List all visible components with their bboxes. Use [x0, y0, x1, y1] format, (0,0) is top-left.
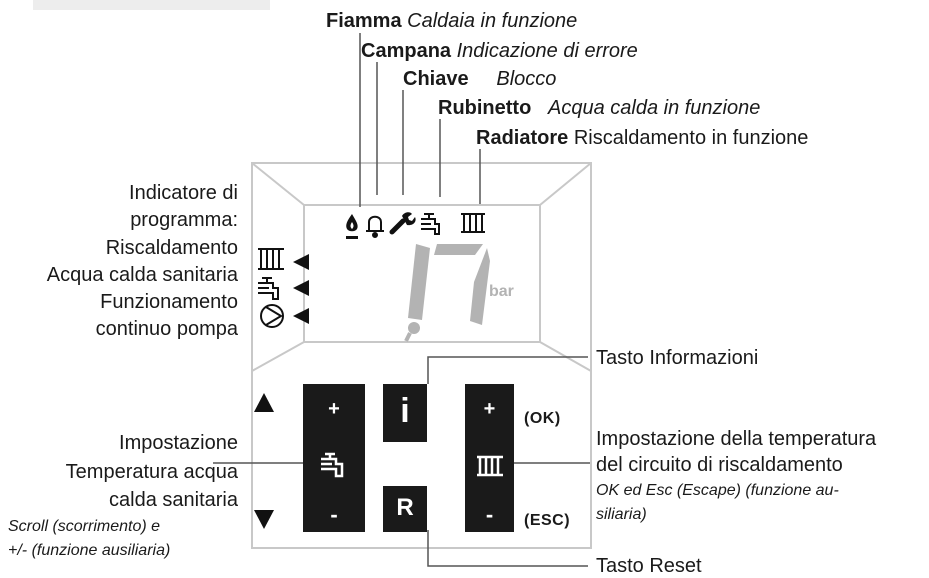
pump-arrow: [293, 308, 309, 324]
wrench-icon: [389, 212, 416, 235]
dhw-minus-button[interactable]: -: [330, 502, 338, 527]
program-indicator-pump-2: continuo pompa: [95, 318, 238, 340]
heating-note-line-1: OK ed Esc (Escape) (funzione au-: [596, 482, 839, 499]
bell-icon: [366, 215, 384, 238]
program-indicator-pump-1: Funzionamento: [100, 291, 238, 313]
dhw-note-line-1: Scroll (scorrimento) e: [8, 518, 161, 535]
info-button: [383, 384, 427, 442]
reset-button: [383, 486, 427, 532]
legend-bell: Campana Indicazione di errore: [361, 40, 638, 62]
legend-flame: Fiamma Caldaia in funzione: [326, 10, 578, 32]
radiator-icon: [461, 213, 485, 233]
top-bar: [33, 0, 270, 10]
legend-wrench: Chiave Blocco: [403, 68, 557, 90]
ok-label: (OK): [524, 410, 561, 427]
reset-button-label[interactable]: R: [396, 494, 414, 521]
esc-label: (ESC): [524, 512, 571, 529]
program-indicator-line-2: programma:: [130, 209, 238, 231]
info-button-caption: Tasto Informazioni: [596, 347, 759, 369]
down-arrow: [254, 510, 274, 529]
program-indicator-dhw: Acqua calda sanitaria: [46, 264, 238, 286]
dhw-note-line-2: +/- (funzione ausiliaria): [8, 542, 171, 559]
info-button-label[interactable]: i: [400, 392, 410, 430]
dhw-plus-button[interactable]: +: [328, 398, 340, 420]
dhw-caption-line-3: calda sanitaria: [109, 489, 238, 511]
display-unit: bar: [489, 283, 514, 300]
tap-icon: [421, 213, 440, 235]
legend-tap: Rubinetto Acqua calda in funzione: [438, 97, 761, 119]
heating-button-radiator-icon: [477, 455, 503, 477]
legend-radiator: Radiatore Riscaldamento in funzione: [476, 127, 809, 149]
dhw-arrow: [293, 280, 309, 296]
flame-icon: [346, 214, 358, 239]
pump-icon: [260, 304, 284, 328]
heating-caption-line-2: del circuito di riscaldamento: [596, 454, 843, 476]
digit-seven: [434, 244, 490, 325]
heating-caption-line-1: Impostazione della temperatura: [596, 428, 877, 450]
program-indicator-line-1: Indicatore di: [129, 182, 238, 204]
up-arrow: [254, 393, 274, 412]
heating-minus-button[interactable]: -: [485, 502, 494, 527]
radiator-mode-icon: [258, 248, 284, 270]
digit-one: [408, 244, 430, 320]
program-indicator-heating: Riscaldamento: [105, 237, 238, 259]
heating-arrow: [293, 254, 309, 270]
tap-mode-icon: [258, 277, 279, 300]
reset-button-caption: Tasto Reset: [596, 555, 702, 577]
heating-plus-button[interactable]: +: [483, 398, 496, 420]
heating-note-line-2: siliaria): [596, 506, 647, 523]
dhw-caption-line-2: Temperatura acqua: [65, 461, 238, 483]
decimal-comma: [408, 322, 420, 334]
dhw-caption-line-1: Impostazione: [119, 432, 238, 454]
dhw-button-tap-icon: [321, 452, 344, 478]
